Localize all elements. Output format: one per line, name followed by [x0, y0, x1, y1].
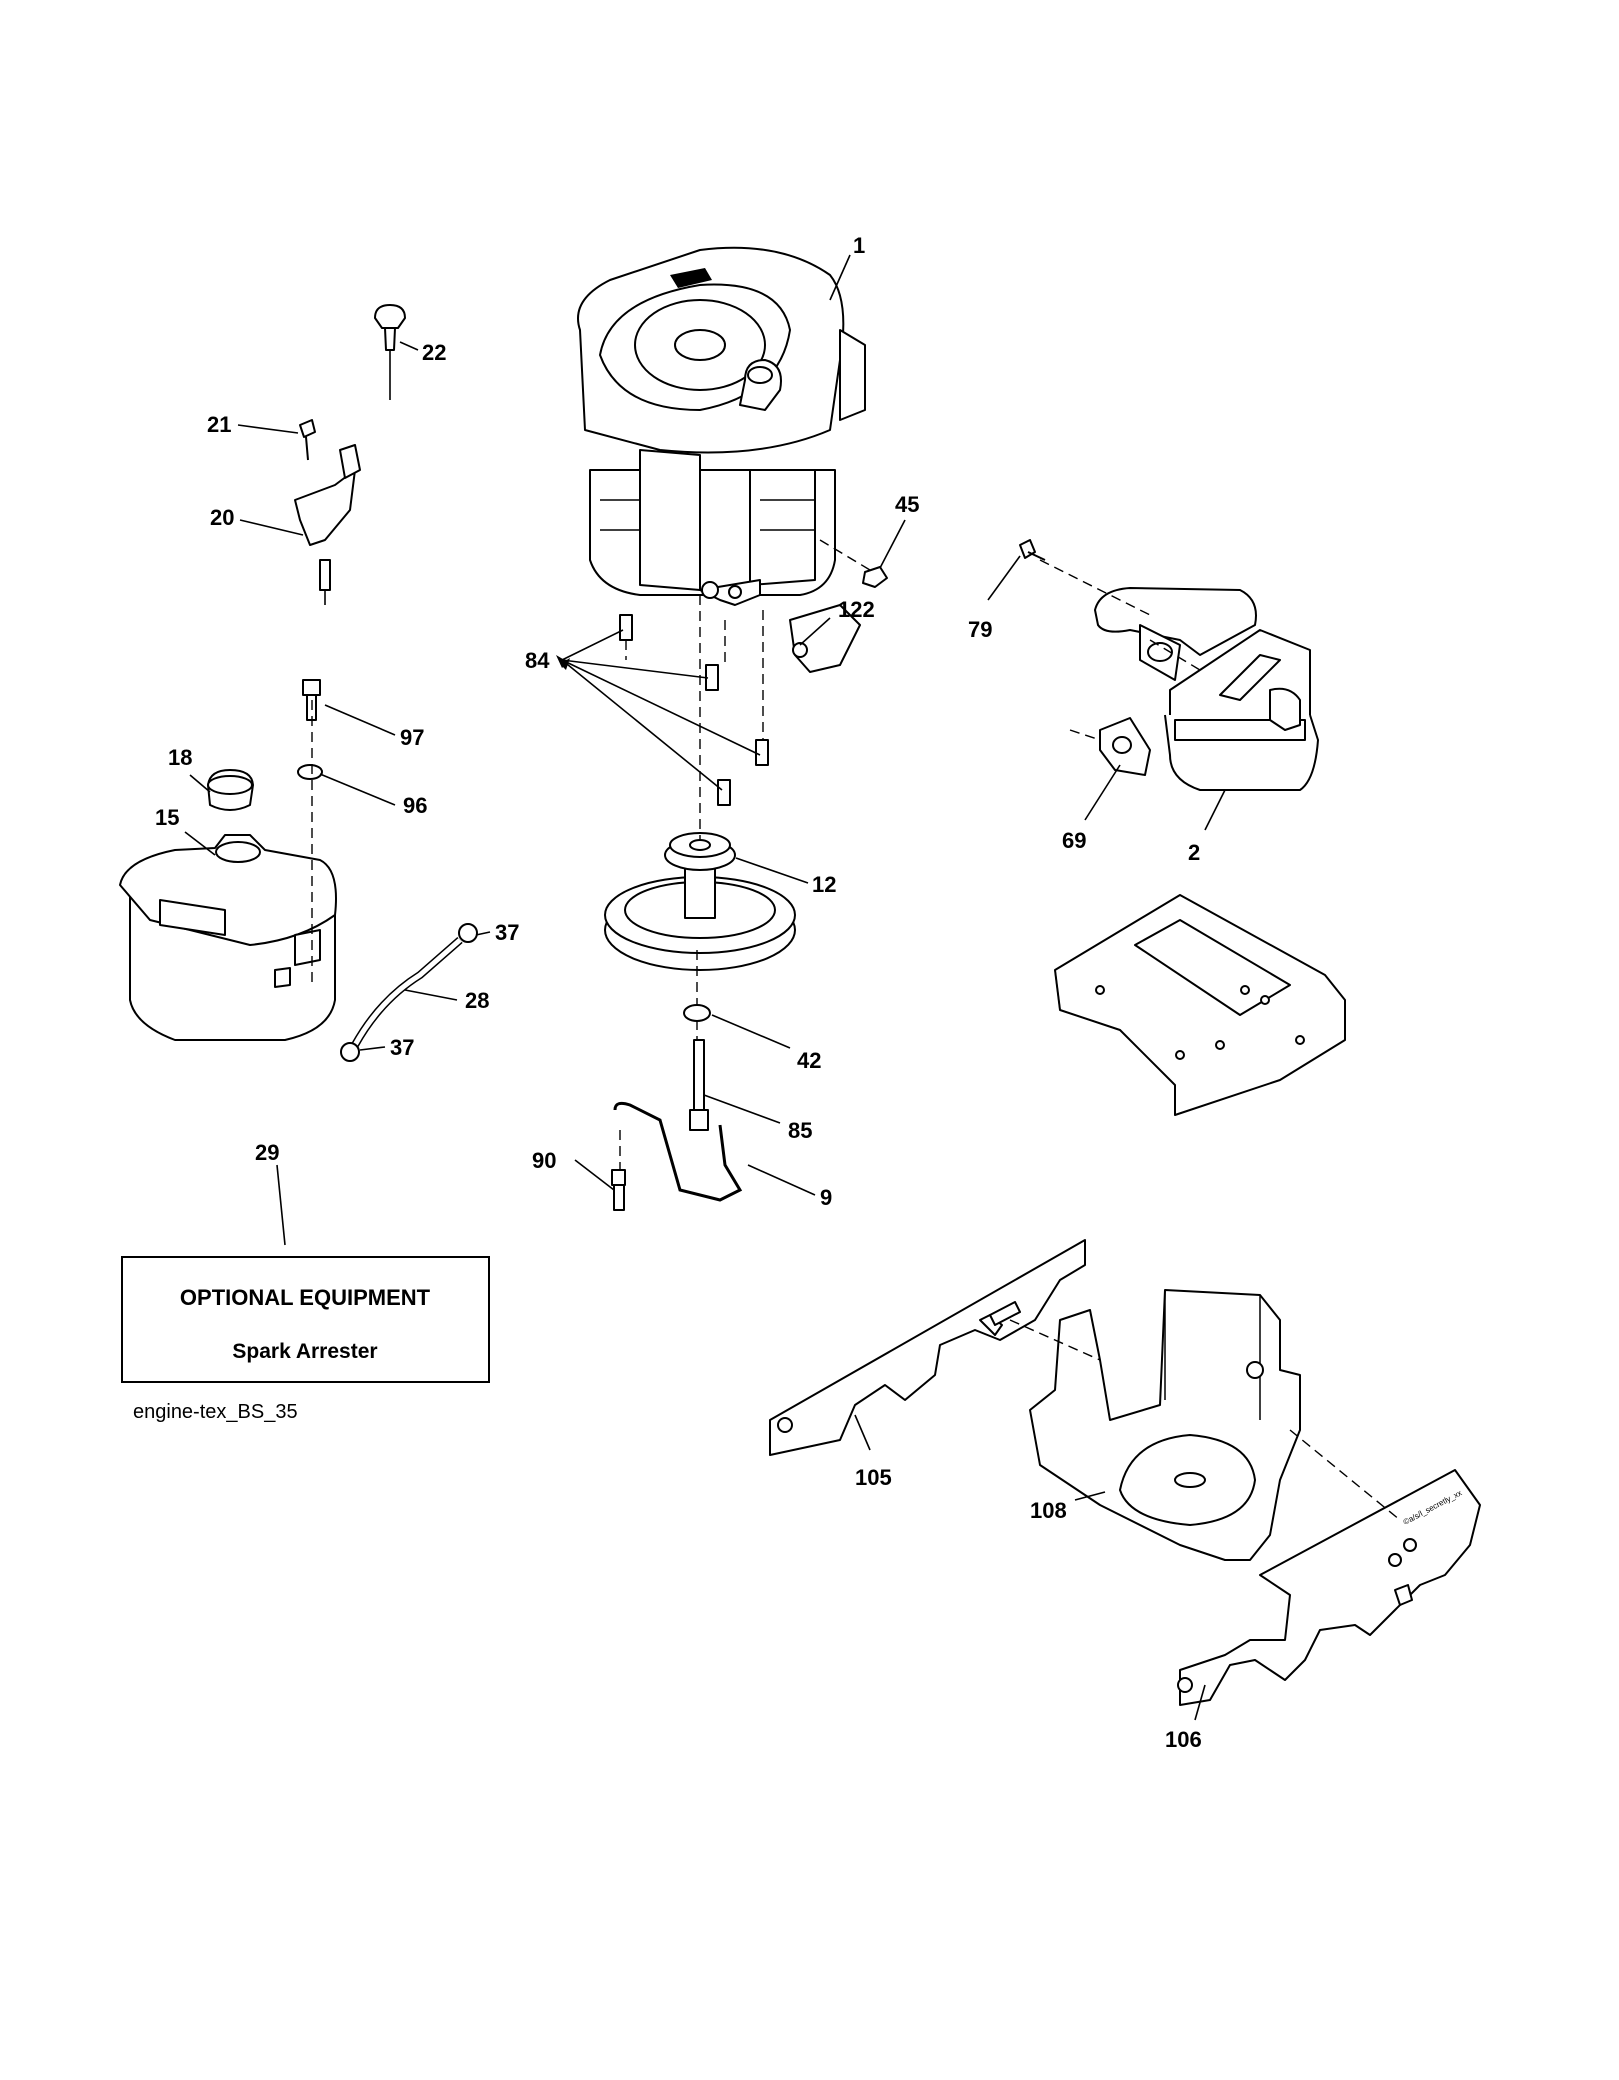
- alignment-lines: [311, 539, 1401, 1521]
- callout-79: 79: [968, 617, 992, 642]
- callout-37-top: 37: [495, 920, 519, 945]
- callout-96: 96: [403, 793, 427, 818]
- callout-20: 20: [210, 505, 234, 530]
- bolt-guard: [989, 1301, 1021, 1326]
- bolt-90: [611, 1169, 626, 1211]
- nut-45: [862, 566, 888, 588]
- callout-90: 90: [532, 1148, 556, 1173]
- washer-96: [297, 764, 323, 780]
- callout-15: 15: [155, 805, 179, 830]
- engine-guard-108: [979, 1289, 1301, 1561]
- optional-equipment-title: OPTIONAL EQUIPMENT: [180, 1285, 431, 1310]
- throttle-control-20: [294, 444, 361, 605]
- callout-12: 12: [812, 872, 836, 897]
- clamp-37-top: [458, 923, 478, 943]
- engine-part: [577, 246, 866, 606]
- callout-97: 97: [400, 725, 424, 750]
- callout-105: 105: [855, 1465, 892, 1490]
- callout-106: 106: [1165, 1727, 1202, 1752]
- diagram-reference: engine-tex_BS_35: [133, 1401, 298, 1423]
- callout-21: 21: [207, 412, 231, 437]
- callout-122: 122: [838, 597, 875, 622]
- optional-equipment-box: OPTIONAL EQUIPMENT Spark Arrester: [121, 1256, 490, 1383]
- clamp-37-bottom: [340, 1042, 360, 1062]
- callout-28: 28: [465, 988, 489, 1013]
- callout-labels: 1 2 9 12 15 18 20 21 22 28 29 37 37 42 4…: [155, 233, 1202, 1752]
- callout-9: 9: [820, 1185, 832, 1210]
- screw-21: [299, 419, 316, 461]
- fuel-cap-18: [207, 769, 254, 811]
- callout-85: 85: [788, 1118, 812, 1143]
- callout-18: 18: [168, 745, 192, 770]
- bolts-84: [619, 614, 769, 806]
- callout-69: 69: [1062, 828, 1086, 853]
- optional-equipment-subtitle: Spark Arrester: [232, 1340, 377, 1363]
- mounting-plate: [1054, 894, 1346, 1116]
- callout-37-bottom: 37: [390, 1035, 414, 1060]
- bolt-85: [689, 1039, 709, 1131]
- leader-lines: [184, 254, 1226, 1721]
- callout-1: 1: [853, 233, 865, 258]
- choke-knob-22: [374, 304, 406, 400]
- callout-29: 29: [255, 1140, 279, 1165]
- callout-45: 45: [895, 492, 919, 517]
- belt-guide-9: [613, 1101, 743, 1202]
- pulley-12: [604, 832, 796, 971]
- bolt-79: [1019, 539, 1046, 561]
- callout-22: 22: [422, 340, 446, 365]
- side-rail-106: [1177, 1469, 1481, 1706]
- callout-42: 42: [797, 1048, 821, 1073]
- side-rail-105: [769, 1239, 1086, 1456]
- callout-84: 84: [525, 648, 550, 673]
- callout-2: 2: [1188, 840, 1200, 865]
- callout-108: 108: [1030, 1498, 1067, 1523]
- fuel-tank-15: [119, 834, 337, 1041]
- washer-42: [683, 1004, 711, 1022]
- muffler-part: [1094, 587, 1319, 791]
